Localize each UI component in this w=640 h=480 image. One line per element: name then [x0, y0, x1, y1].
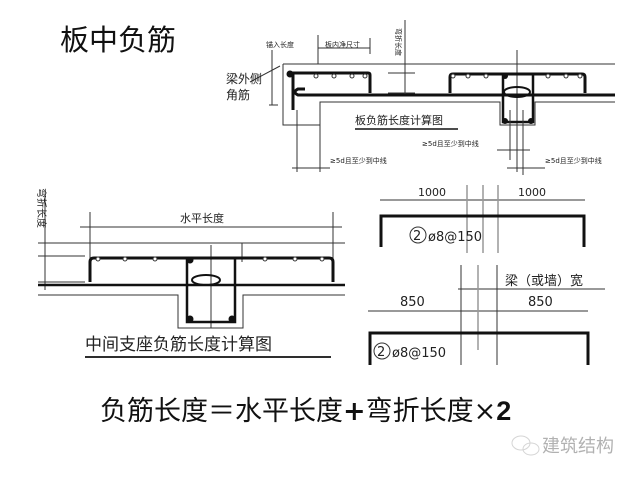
bar-spec-top: ø8@150	[428, 230, 482, 245]
beam-width-label: 梁（或墙）宽	[505, 273, 583, 289]
dim-mid-label: ≥5d且至少到中线	[422, 139, 479, 148]
svg-text:建筑结构: 建筑结构	[542, 436, 614, 457]
corner-bar	[286, 70, 294, 78]
middle-support-diagram: 水平长度 弯折长度 中间支座负筋长度计算图	[35, 188, 345, 358]
page-title: 板中负筋	[60, 23, 176, 57]
left-top-rebar	[291, 71, 372, 110]
rebar-detail-850: 梁（或墙）宽 850 850 2 ø8@150	[368, 265, 605, 365]
mid-bend-length-label: 弯折长度	[35, 188, 48, 228]
clear-span-label: 板内净尺寸	[325, 40, 360, 49]
dim-left-label: ≥5d且至少到中线	[330, 156, 387, 165]
slab-negative-rebar-diagram: 锚入长度 板内净尺寸 弯折长度 梁外侧 角筋 板负筋长度计算图 ≥5d且至少到中…	[226, 20, 615, 175]
watermark: 建筑结构	[511, 435, 614, 457]
tie-hook	[503, 86, 531, 98]
svg-text:负筋长度＝水平长度+弯折长度×2: 负筋长度＝水平长度+弯折长度×2	[100, 396, 511, 427]
horizontal-length-label: 水平长度	[180, 211, 224, 225]
formula-part1: 负筋长度＝水平长度	[100, 396, 343, 427]
dim-1000-right: 1000	[518, 186, 546, 199]
wechat-icon	[511, 435, 540, 456]
corner-bar-label-1: 梁外侧	[226, 71, 262, 86]
dim-850-left: 850	[400, 295, 425, 310]
corner-bar-label-2: 角筋	[226, 87, 250, 102]
dim-1000-left: 1000	[418, 186, 446, 199]
mid-stirrup	[185, 256, 237, 324]
stirrup	[501, 72, 535, 124]
dim-850-right: 850	[528, 295, 553, 310]
bar-spec-bottom: ø8@150	[392, 346, 446, 361]
middle-caption: 中间支座负筋长度计算图	[85, 335, 272, 355]
bar-number-bottom: 2	[377, 345, 385, 360]
slab-outline	[282, 63, 615, 126]
formula-part2: 弯折长度×	[366, 396, 497, 427]
formula: 负筋长度＝水平长度+弯折长度×2	[100, 396, 511, 427]
bottom-rebar	[293, 87, 615, 97]
formula-plus: +	[343, 396, 366, 427]
formula-factor: 2	[496, 396, 511, 426]
anchor-length-label: 锚入长度	[266, 40, 294, 49]
bar-number-top: 2	[413, 229, 421, 244]
top-caption: 板负筋长度计算图	[355, 113, 443, 127]
top-bend-length-label: 弯折长度	[394, 28, 403, 56]
rebar-detail-1000: 1000 1000 2 ø8@150	[379, 185, 586, 253]
dim-right-label: ≥5d且至少到中线	[545, 156, 602, 165]
